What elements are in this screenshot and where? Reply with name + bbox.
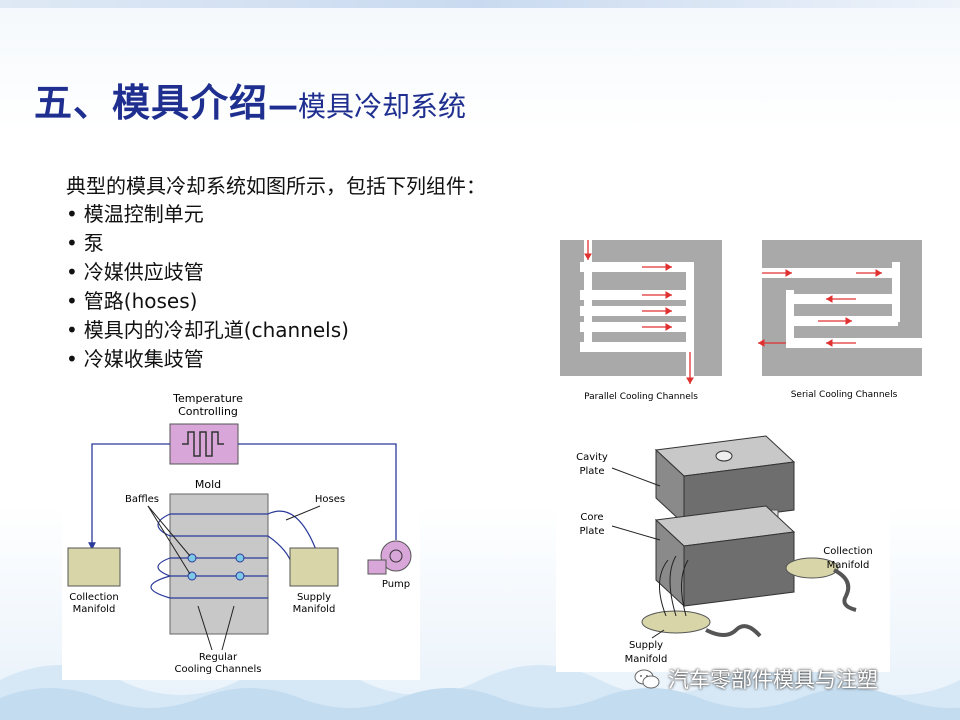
supply-manifold — [289, 547, 339, 587]
mold-3d-diagram: Cavity Plate Core Plate Collection Manif… — [556, 410, 890, 672]
label-collection: Collection — [69, 592, 118, 603]
label-serial: Serial Cooling Channels — [791, 390, 898, 400]
title-main: 五、模具介绍 — [34, 81, 269, 125]
channel-layout-diagram: Parallel Cooling Channels Serial Cooling… — [556, 232, 930, 406]
bullet-item: 模具内的冷却孔道(channels) — [66, 316, 349, 345]
label-hoses: Hoses — [315, 494, 345, 505]
label-collection-manifold: Manifold — [73, 604, 116, 615]
cooling-system-diagram: Temperature Controlling Mold Baffles Hos… — [62, 390, 420, 680]
top-decoration-bar — [0, 0, 960, 8]
label-regular-channels: Cooling Channels — [175, 664, 262, 675]
parallel-channels — [560, 240, 722, 384]
account-watermark: 汽车零部件模具与注塑 — [634, 664, 878, 694]
bullet-item: 模温控制单元 — [66, 200, 349, 229]
label-supply-manifold: Manifold — [625, 654, 668, 665]
label-regular: Regular — [199, 652, 238, 663]
temperature-controller — [169, 423, 239, 465]
label-collection: Collection — [823, 546, 872, 557]
label-mold: Mold — [195, 478, 221, 491]
bullet-item: 冷媒收集歧管 — [66, 345, 349, 374]
label-supply: Supply — [629, 640, 663, 651]
bullet-item: 泵 — [66, 229, 349, 258]
label-controlling: Controlling — [178, 405, 238, 418]
label-temperature: Temperature — [172, 392, 243, 405]
title-sub: 模具冷却系统 — [298, 90, 467, 123]
label-baffles: Baffles — [125, 494, 159, 505]
label-collection-manifold: Manifold — [827, 560, 870, 571]
bullet-item: 管路(hoses) — [66, 287, 349, 316]
label-cavity-plate: Plate — [579, 466, 604, 477]
label-core-plate: Plate — [579, 526, 604, 537]
slide-title: 五、模具介绍—模具冷却系统 — [34, 72, 466, 127]
label-supply: Supply — [297, 592, 331, 603]
component-list: 模温控制单元 泵 冷媒供应歧管 管路(hoses) 模具内的冷却孔道(chann… — [66, 200, 349, 374]
pump — [380, 540, 412, 572]
mold-block — [169, 493, 269, 635]
intro-text: 典型的模具冷却系统如图所示，包括下列组件： — [66, 174, 486, 198]
label-supply-manifold: Manifold — [293, 604, 336, 615]
label-cavity: Cavity — [576, 452, 608, 463]
collection-manifold — [67, 547, 121, 587]
label-core: Core — [580, 512, 603, 523]
wave-decoration — [0, 665, 960, 720]
label-parallel: Parallel Cooling Channels — [584, 392, 698, 402]
watermark-text: 汽车零部件模具与注塑 — [668, 668, 878, 692]
serial-channels — [758, 240, 922, 376]
label-pump: Pump — [382, 579, 410, 590]
bullet-item: 冷媒供应歧管 — [66, 258, 349, 287]
core-plate — [654, 505, 796, 608]
wechat-icon — [634, 669, 660, 689]
title-dash: — — [268, 89, 299, 124]
